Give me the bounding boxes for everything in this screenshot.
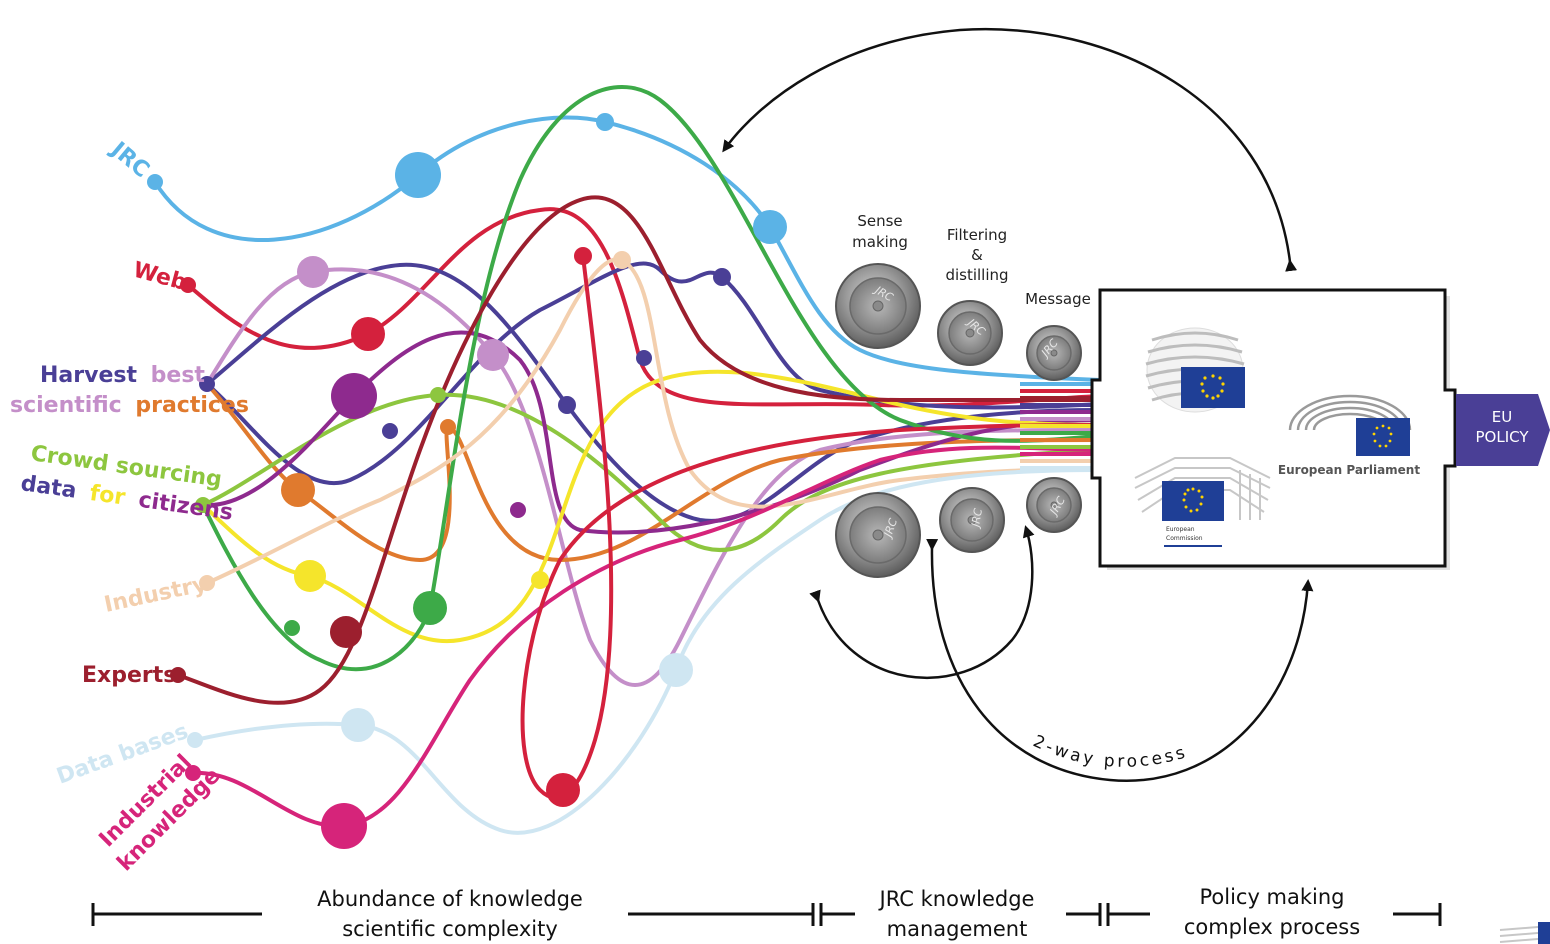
converging-bundle bbox=[1020, 382, 1100, 470]
node-web-small bbox=[574, 247, 592, 265]
node-jrc-start bbox=[147, 174, 163, 190]
stage-sense-1: Sense bbox=[857, 212, 902, 230]
node-web-mid bbox=[351, 317, 385, 351]
bottom-abundance-2: scientific complexity bbox=[342, 917, 558, 941]
node-web-bottom bbox=[546, 773, 580, 807]
arrow-top-arc bbox=[722, 27, 1298, 272]
bottom-timeline bbox=[91, 903, 1442, 926]
source-labels: JRC Web Harvest best scientific practice… bbox=[10, 136, 249, 876]
node-jrc-small bbox=[596, 113, 614, 131]
node-databases-right bbox=[659, 653, 693, 687]
flow-line-jrc bbox=[153, 115, 1102, 382]
lens-message-bottom: JRC bbox=[1026, 477, 1082, 533]
node-experts-large bbox=[330, 616, 362, 648]
node-yellow-large bbox=[294, 560, 326, 592]
bottom-abundance-1: Abundance of knowledge bbox=[317, 887, 583, 911]
council-building-icon bbox=[1145, 327, 1245, 413]
commission-label-1: European bbox=[1166, 526, 1195, 533]
european-parliament-icon: European Parliament bbox=[1278, 394, 1420, 477]
node-yellow-small bbox=[531, 571, 549, 589]
lens-filter-bottom: JRC bbox=[939, 487, 1005, 553]
arrow-two-way-process bbox=[926, 538, 1314, 783]
node-harvest-a bbox=[382, 423, 398, 439]
label-practices-word: practices bbox=[135, 393, 249, 418]
eu-policy-line1: EU bbox=[1492, 408, 1512, 426]
flow-line-lilac bbox=[205, 267, 1102, 687]
label-web: Web bbox=[130, 258, 189, 296]
flow-line-experts bbox=[176, 195, 1102, 705]
label-experts: Experts bbox=[82, 663, 176, 688]
european-commission-icon: European Commission bbox=[1134, 457, 1271, 547]
node-databases-start bbox=[187, 732, 203, 748]
stage-sense-2: making bbox=[852, 233, 908, 251]
bottom-labels: Abundance of knowledge scientific comple… bbox=[317, 885, 1360, 941]
node-experts-start bbox=[170, 667, 186, 683]
flow-nodes bbox=[147, 113, 787, 849]
lens-message-top: JRC bbox=[1026, 325, 1082, 381]
label-harvest-2: scientific practices bbox=[10, 393, 249, 418]
eu-policy-output: EU POLICY bbox=[1456, 394, 1550, 466]
bottom-policy-1: Policy making bbox=[1199, 885, 1344, 909]
label-citizens-word: citizens bbox=[137, 488, 235, 526]
node-purple-large bbox=[331, 373, 377, 419]
flow-line-green bbox=[201, 85, 1102, 672]
node-harvest-d bbox=[713, 268, 731, 286]
eu-policy-line2: POLICY bbox=[1475, 428, 1529, 446]
commission-label-2: Commission bbox=[1166, 535, 1203, 542]
node-jrc-large bbox=[395, 152, 441, 198]
flow-line-harvest-b bbox=[205, 261, 1102, 486]
node-purple-small bbox=[510, 502, 526, 518]
node-lilac-a bbox=[297, 256, 329, 288]
node-jrc-mid bbox=[753, 210, 787, 244]
node-harvest-b bbox=[558, 396, 576, 414]
stage-filter-1: Filtering bbox=[947, 226, 1007, 244]
flow-line-orange bbox=[205, 382, 1102, 563]
label-harvest-word: Harvest bbox=[40, 363, 137, 388]
lens-sense-bottom: JRC bbox=[835, 492, 921, 578]
node-green-small bbox=[284, 620, 300, 636]
label-industry: Industry bbox=[102, 572, 209, 618]
label-scientific-word: scientific bbox=[10, 393, 122, 418]
node-harvest-c bbox=[636, 350, 652, 366]
node-industrial-start bbox=[185, 765, 201, 781]
feedback-arrows bbox=[722, 27, 1314, 783]
european-parliament-label: European Parliament bbox=[1278, 463, 1420, 477]
node-crowd-a bbox=[430, 387, 446, 403]
node-crowd-start bbox=[195, 497, 211, 513]
label-best-word: best bbox=[151, 363, 206, 388]
label-for-word: for bbox=[88, 481, 127, 511]
flow-line-industry bbox=[205, 257, 1102, 585]
stage-message: Message bbox=[1025, 290, 1091, 308]
stage-filter-3: distilling bbox=[945, 266, 1008, 284]
node-orange-small bbox=[440, 419, 456, 435]
lens-filter-top: JRC bbox=[937, 300, 1003, 366]
node-green-large bbox=[413, 591, 447, 625]
label-harvest-1: Harvest best bbox=[40, 363, 205, 388]
bottom-jrc-2: management bbox=[887, 917, 1028, 941]
lens-sense-top: JRC bbox=[835, 263, 921, 349]
stage-filter-2: & bbox=[971, 246, 983, 264]
eu-logo-corner bbox=[1499, 922, 1550, 944]
node-orange-large bbox=[281, 473, 315, 507]
flow-line-crowd bbox=[201, 392, 1102, 552]
node-industrial-large bbox=[321, 803, 367, 849]
knowledge-flow-lines bbox=[153, 85, 1102, 835]
node-harvest-start bbox=[199, 376, 215, 392]
node-industry-start bbox=[199, 575, 215, 591]
node-databases-large bbox=[341, 708, 375, 742]
node-lilac-b bbox=[477, 339, 509, 371]
flow-line-web-loop bbox=[520, 254, 1102, 800]
label-data-word: data bbox=[19, 471, 78, 504]
node-web-start bbox=[180, 277, 196, 293]
bottom-jrc-1: JRC knowledge bbox=[878, 887, 1035, 911]
bottom-policy-2: complex process bbox=[1184, 915, 1360, 939]
label-jrc: JRC bbox=[105, 136, 154, 183]
lens-label: JRC bbox=[969, 507, 985, 530]
node-industry-small bbox=[613, 251, 631, 269]
